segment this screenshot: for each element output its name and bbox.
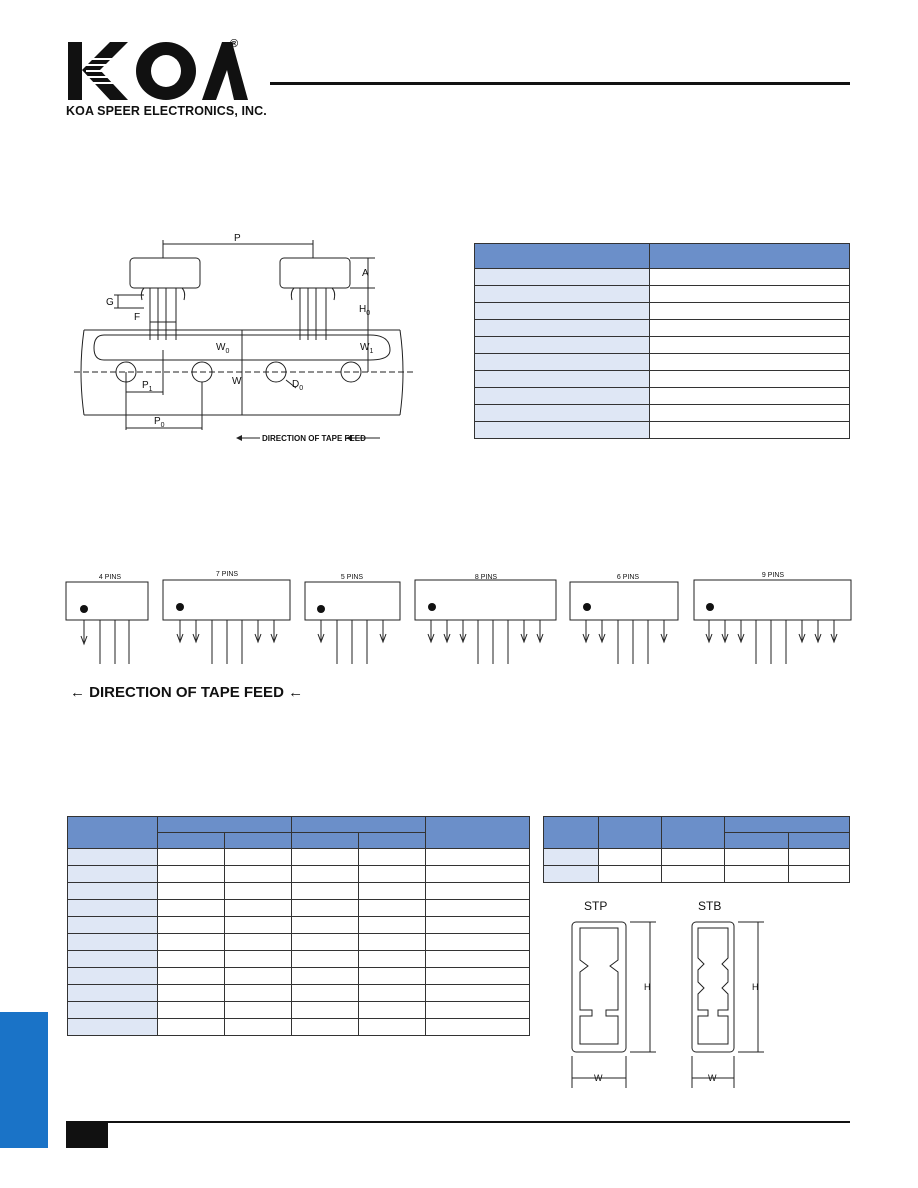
component-body [129, 257, 201, 289]
feed-direction-text: ← DIRECTION OF TAPE FEED ← [70, 684, 304, 701]
pin1-dot [80, 605, 88, 613]
label-p: P [234, 233, 241, 244]
sip-body-7 [162, 579, 291, 621]
sip-body-9 [693, 579, 852, 621]
pin1-dot [583, 603, 591, 611]
sip-body-5 [304, 581, 401, 621]
company-name: KOA SPEER ELECTRONICS, INC. [66, 104, 267, 118]
tape-diagram: P A G H0 F W0 W1 W D0 P1 P0 DIRECTION OF… [74, 233, 415, 443]
sip-body-8 [414, 579, 557, 621]
label-g: G [106, 297, 114, 308]
pin-label-6: 6 PINS [617, 574, 640, 581]
label-f: F [134, 312, 140, 323]
carrier-strip [93, 334, 391, 361]
pin1-dot [176, 603, 184, 611]
sprocket-hole [340, 361, 362, 383]
header-rule [270, 82, 850, 85]
tape-dimension-table [474, 243, 850, 439]
label-w0: W0 [216, 342, 229, 355]
pin-label-9: 9 PINS [762, 572, 785, 579]
sprocket-hole [265, 361, 287, 383]
logo-letter-k [68, 42, 128, 100]
label-p0: P0 [154, 416, 165, 429]
stb-w-label: W [708, 1073, 717, 1083]
pin1-dot [706, 603, 714, 611]
stp-label: STP [584, 899, 607, 913]
label-a: A [362, 268, 369, 279]
label-h0: H0 [359, 304, 370, 317]
stb-label: STB [698, 899, 721, 913]
pin-label-8: 8 PINS [475, 574, 498, 581]
pin1-dot [428, 603, 436, 611]
tube-table [543, 816, 850, 883]
footer-rule [66, 1121, 850, 1123]
pin-label-4: 4 PINS [99, 574, 122, 581]
stp-h-label: H [644, 982, 651, 992]
logo-letter-o [136, 42, 196, 100]
stp-w-label: W [594, 1073, 603, 1083]
label-w: W [232, 376, 242, 387]
label-feed: DIRECTION OF TAPE FEED [262, 434, 366, 443]
label-d0: D0 [292, 379, 303, 392]
logo-letter-a [202, 42, 248, 100]
tube-diagrams: STP STB H H W W [571, 899, 764, 1088]
sip-body-6 [569, 581, 679, 621]
page-number-box [66, 1123, 108, 1148]
component-body [279, 257, 351, 289]
section-side-tab [0, 1012, 48, 1148]
packaging-table-left [67, 816, 530, 1036]
koa-logo [66, 40, 250, 120]
sip-body-4 [65, 581, 149, 621]
label-w1: W1 [360, 342, 373, 355]
pin1-dot [317, 605, 325, 613]
pin-label-7: 7 PINS [216, 571, 239, 578]
stp-outline [571, 921, 627, 1053]
stb-outline [691, 921, 735, 1053]
registered-mark: ® [230, 38, 239, 50]
stb-h-label: H [752, 982, 759, 992]
label-p1: P1 [142, 380, 153, 393]
pin-configurations: 4 PINS 7 PINS 5 PINS 8 PINS 6 PINS 9 PIN… [65, 571, 852, 664]
pin-label-5: 5 PINS [341, 574, 364, 581]
